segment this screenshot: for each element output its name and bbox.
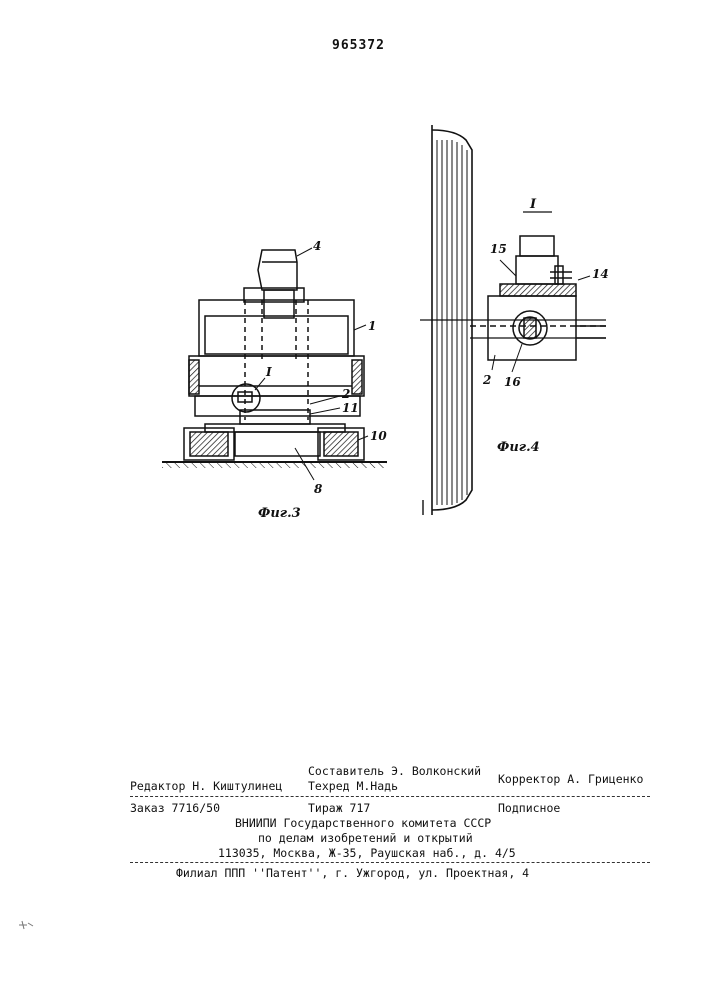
fig3-label-11: 11	[342, 401, 359, 415]
compiler-line: Составитель Э. Волконский	[308, 764, 481, 778]
fig4-label-15: 15	[490, 242, 507, 256]
corrector-line: Корректор А. Гриценко	[498, 772, 643, 786]
fig3-label-10: 10	[370, 429, 387, 443]
fig4-label-16: 16	[504, 375, 521, 389]
org-line-2: по делам изобретений и открытий	[258, 831, 473, 845]
editor-line: Редактор Н. Киштулинец	[130, 779, 282, 793]
circulation-line: Тираж 717	[308, 801, 370, 815]
subscription-line: Подписное	[498, 801, 560, 815]
fig3-caption: Фиг.3	[258, 506, 301, 521]
fig4-detail-label: I	[529, 197, 537, 212]
branch-line: Филиал ППП ''Патент'', г. Ужгород, ул. П…	[176, 866, 529, 880]
figure-4	[420, 212, 606, 372]
org-address: 113035, Москва, Ж-35, Раушская наб., д. …	[218, 846, 516, 860]
fig3-label-1: 1	[368, 319, 376, 333]
fig3-label-4: 4	[313, 239, 321, 253]
fig4-label-14: 14	[592, 267, 609, 281]
fig3-label-detail: I	[265, 365, 272, 379]
org-line-1: ВНИИПИ Государственного комитета СССР	[235, 816, 491, 830]
scan-mark	[19, 921, 33, 929]
fig4-label-2: 2	[482, 373, 491, 387]
fig4-caption: Фиг.4	[497, 440, 540, 455]
techred-line: Техред М.Надь	[308, 779, 398, 793]
figure-3	[162, 248, 387, 480]
divider-bottom	[130, 862, 650, 863]
order-line: Заказ 7716/50	[130, 801, 220, 815]
fig3-label-2: 2	[341, 387, 350, 401]
fig3-label-8: 8	[314, 482, 323, 496]
divider-top	[130, 796, 650, 797]
